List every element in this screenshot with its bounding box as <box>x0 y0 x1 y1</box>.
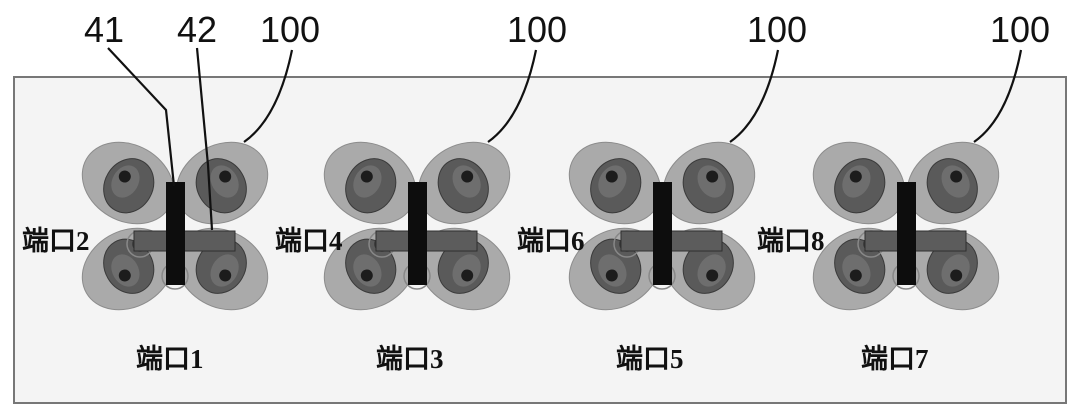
port-label-8: 端口8 <box>757 226 825 256</box>
feed-dot <box>706 170 719 183</box>
ref-label-100-a: 100 <box>260 9 320 50</box>
feed-dot <box>950 170 963 183</box>
antenna-unit-2 <box>323 141 511 311</box>
radiating-petal-bottom-right <box>417 227 511 311</box>
feed-dot <box>849 170 862 183</box>
feed-dot <box>118 269 131 282</box>
port-label-4: 端口4 <box>275 226 343 256</box>
leader-100-d <box>973 49 1023 143</box>
feed-dot <box>605 170 618 183</box>
radiating-petal-top-right <box>175 141 269 225</box>
feed-dot <box>461 269 474 282</box>
radiating-petal-top-left <box>568 141 662 225</box>
port-label-2: 端口2 <box>22 226 90 256</box>
leader-42 <box>195 47 214 231</box>
vertical-strip <box>897 182 916 285</box>
leader-41 <box>107 47 176 187</box>
leader-lines <box>107 47 1023 231</box>
feed-dot <box>360 269 373 282</box>
antenna-unit-1 <box>81 141 269 311</box>
ref-label-100-b: 100 <box>507 9 567 50</box>
port-label-3: 端口3 <box>376 344 444 374</box>
antenna-unit-3 <box>568 141 756 311</box>
ref-label-41: 41 <box>84 9 124 50</box>
feed-dot <box>605 269 618 282</box>
port-label-7: 端口7 <box>861 344 929 374</box>
feed-dot <box>849 269 862 282</box>
vertical-strip <box>166 182 185 285</box>
ref-label-42: 42 <box>177 9 217 50</box>
feed-dot <box>706 269 719 282</box>
vertical-strip <box>408 182 427 285</box>
port-label-6: 端口6 <box>517 226 585 256</box>
feed-dot <box>461 170 474 183</box>
antenna-unit-4 <box>812 141 1000 311</box>
leader-100-a <box>243 49 294 143</box>
leader-100-b <box>487 49 538 143</box>
leader-100-c <box>729 49 780 143</box>
radiating-petal-top-right <box>662 141 756 225</box>
vertical-strip <box>653 182 672 285</box>
feed-dot <box>118 170 131 183</box>
feed-dot <box>360 170 373 183</box>
radiating-petal-top-right <box>906 141 1000 225</box>
radiating-petal-bottom-right <box>906 227 1000 311</box>
feed-dot <box>219 170 232 183</box>
feed-dot <box>219 269 232 282</box>
ref-label-100-c: 100 <box>747 9 807 50</box>
port-label-1: 端口1 <box>136 344 204 374</box>
port-label-5: 端口5 <box>616 344 684 374</box>
radiating-petal-top-right <box>417 141 511 225</box>
radiating-petal-top-left <box>323 141 417 225</box>
ref-label-100-d: 100 <box>990 9 1050 50</box>
feed-dot <box>950 269 963 282</box>
radiating-petal-top-left <box>81 141 175 225</box>
